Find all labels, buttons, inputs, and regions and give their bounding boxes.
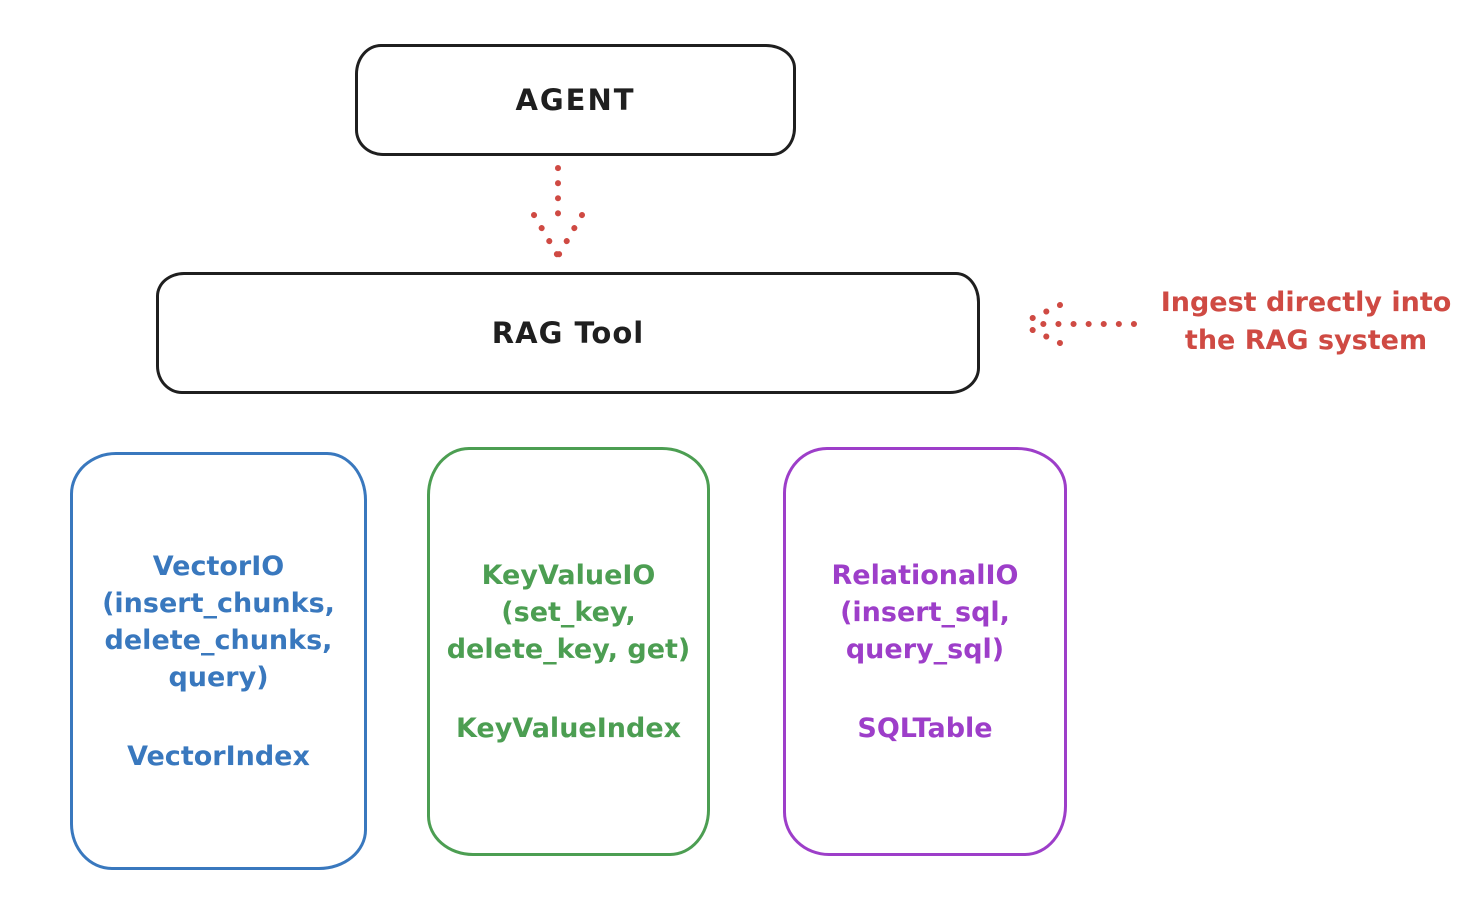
annotation-to-rag-arrow-icon (1017, 302, 1137, 346)
ingest-annotation-line1: Ingest directly into (1160, 287, 1452, 318)
keyvalue-io-title: KeyValueIO (481, 559, 656, 591)
rag-tool-box: RAG Tool (156, 272, 980, 394)
vector-io-line: query) (168, 661, 269, 693)
agent-label: AGENT (515, 83, 636, 117)
agent-box: AGENT (355, 44, 796, 156)
vector-index-label: VectorIndex (127, 740, 310, 772)
ingest-annotation-line2: the RAG system (1184, 325, 1428, 356)
vector-io-line: delete_chunks, (104, 624, 333, 656)
rag-tool-label: RAG Tool (491, 316, 645, 350)
keyvalue-io-line: delete_key, get) (446, 633, 691, 665)
vector-io-box: VectorIO (insert_chunks, delete_chunks, … (70, 452, 367, 870)
keyvalue-io-line: (set_key, (501, 596, 636, 628)
vector-io-title: VectorIO (152, 550, 285, 582)
relational-io-title: RelationalIO (831, 559, 1019, 591)
ingest-annotation: Ingest directly into the RAG system (1136, 284, 1476, 360)
agent-to-rag-arrow-icon (531, 165, 585, 259)
relational-io-box: RelationalIO (insert_sql, query_sql) SQL… (783, 447, 1067, 856)
keyvalue-index-label: KeyValueIndex (455, 712, 682, 744)
sql-table-label: SQLTable (857, 712, 993, 744)
keyvalue-io-box: KeyValueIO (set_key, delete_key, get) Ke… (427, 447, 710, 856)
vector-io-line: (insert_chunks, (102, 587, 335, 619)
relational-io-line: query_sql) (845, 633, 1005, 665)
relational-io-line: (insert_sql, (840, 596, 1010, 628)
